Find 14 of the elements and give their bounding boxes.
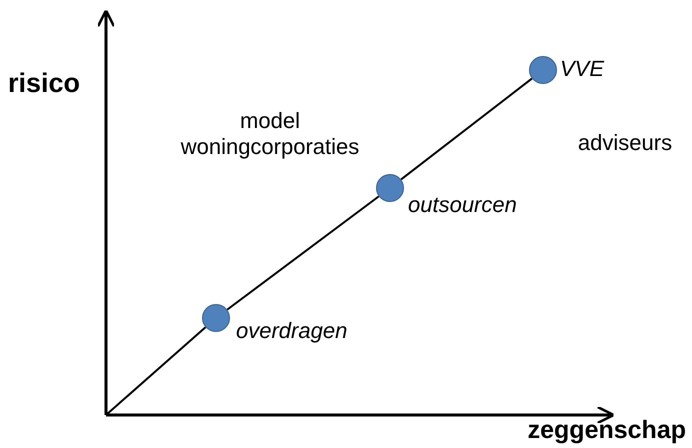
data-point (202, 304, 230, 332)
line (105, 326, 206, 416)
line (226, 196, 380, 310)
data-point (376, 174, 404, 202)
data-point (529, 56, 557, 84)
point-label: outsourcen (408, 192, 517, 218)
axis-title: risico (8, 68, 82, 99)
region-label: model woningcorporaties (180, 108, 360, 160)
point-label: overdragen (236, 318, 348, 344)
region-label: adviseurs (576, 130, 674, 156)
y-axis (96, 9, 116, 415)
axis-title: zeggenschap (526, 416, 686, 445)
point-label: VVE (560, 56, 604, 82)
line (400, 78, 533, 180)
